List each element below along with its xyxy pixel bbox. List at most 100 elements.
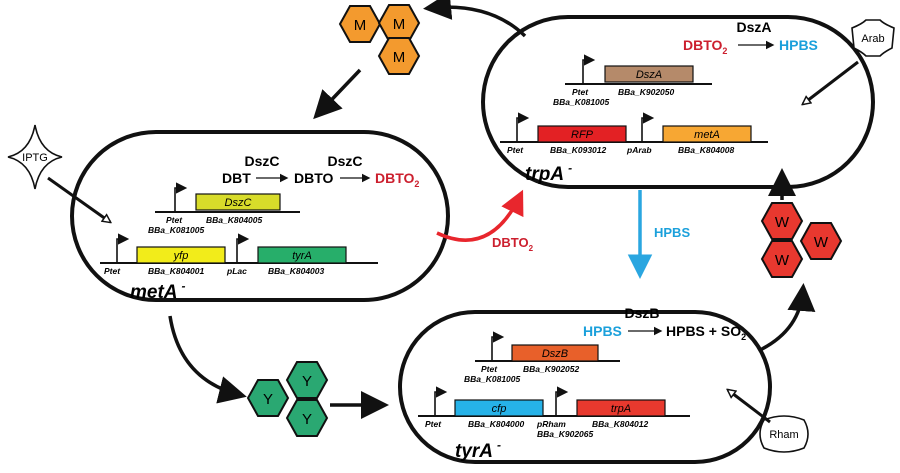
tyrA-trpA-gene xyxy=(576,399,666,417)
metA-to-tyr-arrow xyxy=(168,315,247,404)
tyr-hexagon-1 xyxy=(246,379,290,417)
rham-arrow xyxy=(728,390,771,424)
metA-tyrA-label: tyrA xyxy=(292,250,312,262)
iptg-label: IPTG xyxy=(22,152,48,164)
dbto2-transfer-label: DBTO2 xyxy=(492,235,534,253)
arab-shape xyxy=(851,19,895,57)
iptg-inducer: IPTG xyxy=(7,124,63,190)
trp-hexagon-2-label: W xyxy=(775,252,790,269)
trpA-substrate: DBTO2 xyxy=(683,37,727,56)
tyrA-cfp-part: BBa_K804000 xyxy=(468,419,525,429)
metA-intermediate: DBTO xyxy=(294,170,334,186)
tyrA-cell-name: tyrA- xyxy=(455,438,501,462)
trpA-ptet1-part: BBa_K081005 xyxy=(553,97,610,107)
metA-ptet2-label: Ptet xyxy=(104,266,121,276)
trpA-ptet1-promoter-icon xyxy=(582,54,596,84)
trpA-dszA-label: DszA xyxy=(636,69,662,81)
tyrA-ptet2-promoter-icon xyxy=(434,386,448,416)
arab-inducer: Arab xyxy=(851,19,895,57)
tyrA-product: HPBS + SO2 xyxy=(666,323,746,342)
metA-tyrA-part: BBa_K804003 xyxy=(268,266,325,276)
tyrA-substrate: HPBS xyxy=(583,323,622,339)
met-hexagon-2-label: M xyxy=(393,16,406,33)
arab-label: Arab xyxy=(861,33,884,45)
met-hexagon-cluster: M M M xyxy=(338,4,421,75)
dbto2-transfer-arrow xyxy=(436,189,524,242)
tyrA-ptet1-label: Ptet xyxy=(481,364,498,374)
rham-label: Rham xyxy=(769,429,798,441)
met-to-metA-arrow xyxy=(313,68,362,120)
metA-dszC-gene xyxy=(195,193,281,211)
tyrA-trpA-part: BBa_K804012 xyxy=(592,419,649,429)
rham-shape xyxy=(759,415,809,453)
tyrA-prham-promoter-icon xyxy=(555,386,569,416)
tyrA-cfp-label: cfp xyxy=(492,403,507,415)
tyrA-prham-label: pRham xyxy=(536,419,566,429)
tyr-hexagon-3 xyxy=(285,399,329,437)
trpA-rfp-label: RFP xyxy=(571,129,594,141)
trpA-cell-name: trpA- xyxy=(525,161,572,185)
trpA-dszA-part: BBa_K902050 xyxy=(618,87,675,97)
trpA-to-met-arrow xyxy=(423,0,527,38)
tyrA-to-trp-arrow xyxy=(759,283,816,352)
trpA-ptet2-promoter-icon xyxy=(516,112,530,142)
metA-ptet1-promoter-icon xyxy=(174,182,188,212)
trpA-parab-promoter-icon xyxy=(641,112,655,142)
trpA-metA-part: BBa_K804008 xyxy=(678,145,735,155)
metA-plac-label: pLac xyxy=(226,266,247,276)
metA-dszC-label: DszC xyxy=(225,197,252,209)
trp-hexagon-1 xyxy=(760,202,804,240)
tyrA-ptet1-part: BBa_K081005 xyxy=(464,374,521,384)
metA-dszC-part: BBa_K804005 xyxy=(206,215,263,225)
metA-enzyme2: DszC xyxy=(327,153,362,169)
trp-hexagon-3-label: W xyxy=(814,234,829,251)
trpA-metA-label: metA xyxy=(694,129,720,141)
tyrA-cfp-gene xyxy=(454,399,544,417)
tyr-hexagon-2 xyxy=(285,361,329,399)
met-hexagon-3-label: M xyxy=(393,49,406,66)
metA-ptet1-label: Ptet xyxy=(166,215,183,225)
metA-yfp-part: BBa_K804001 xyxy=(148,266,205,276)
tyr-hexagon-cluster: Y Y Y xyxy=(246,361,329,437)
tyrA-trpA-label: trpA xyxy=(611,403,631,415)
metA-enzyme1: DszC xyxy=(244,153,279,169)
tyrA-dszB-part: BBa_K902052 xyxy=(523,364,580,374)
trpA-parab-label: pArab xyxy=(626,145,652,155)
tyrA-dszB-gene xyxy=(511,344,599,362)
tyr-hexagon-3-label: Y xyxy=(302,411,312,428)
tyrA-dszB-label: DszB xyxy=(542,348,568,360)
trp-hexagon-3 xyxy=(799,222,843,260)
metA-cell-name: metA- xyxy=(130,279,186,303)
iptg-arrow xyxy=(47,176,110,222)
trpA-enzyme: DszA xyxy=(736,19,771,35)
metA-yfp-gene xyxy=(136,246,226,264)
trpA-ptet1-label: Ptet xyxy=(572,87,589,97)
tyrA-prham-part: BBa_K902065 xyxy=(537,429,594,439)
rham-inducer: Rham xyxy=(759,415,809,453)
trpA-rfp-gene xyxy=(537,125,627,143)
trpA-rfp-part: BBa_K093012 xyxy=(550,145,607,155)
metA-ptet1-part: BBa_K081005 xyxy=(148,225,205,235)
metA-plac-promoter-icon xyxy=(236,233,250,263)
arab-arrow xyxy=(803,60,859,104)
hpbs-transfer-label: HPBS xyxy=(654,225,690,240)
metA-yfp-label: yfp xyxy=(173,250,189,262)
trp-hexagon-2 xyxy=(760,240,804,278)
trpA-product: HPBS xyxy=(779,37,818,53)
tyrA-enzyme: DszB xyxy=(624,305,659,321)
metA-substrate: DBT xyxy=(222,170,251,186)
metA-product: DBTO2 xyxy=(375,170,419,189)
trpA-metA-gene xyxy=(662,125,752,143)
cell-trpA-outline xyxy=(481,15,875,189)
metA-tyrA-gene xyxy=(257,246,347,264)
tyr-hexagon-2-label: Y xyxy=(302,373,312,390)
trpA-dszA-gene xyxy=(604,65,694,83)
met-hexagon-1-label: M xyxy=(354,17,367,34)
tyr-hexagon-1-label: Y xyxy=(263,391,273,408)
trp-hexagon-cluster: W W W xyxy=(760,202,843,278)
tyrA-ptet2-label: Ptet xyxy=(425,419,442,429)
met-hexagon-3 xyxy=(377,37,421,75)
trpA-ptet2-label: Ptet xyxy=(507,145,524,155)
trp-hexagon-1-label: W xyxy=(775,214,790,231)
